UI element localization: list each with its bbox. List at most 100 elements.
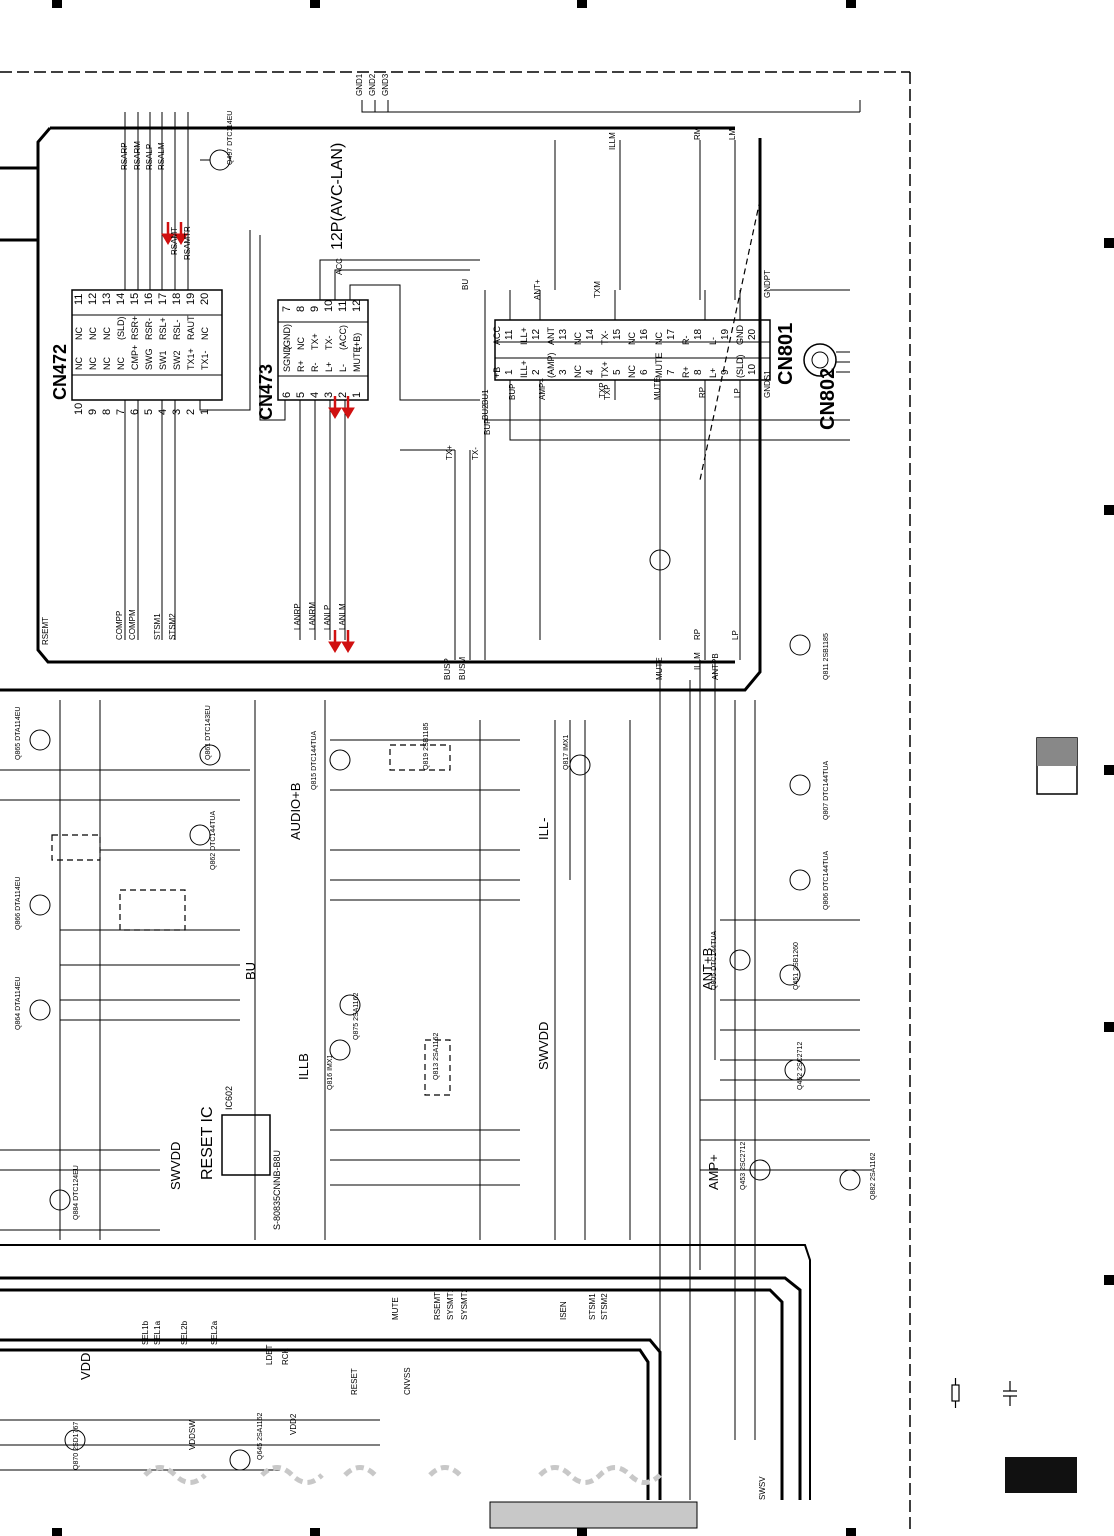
net-label: ILLM — [608, 132, 617, 150]
net-label: GNDS1 — [763, 370, 772, 398]
net-label: RSARP — [120, 142, 129, 170]
net-label: ACC — [335, 258, 344, 275]
transistor-icon — [29, 894, 51, 916]
net-label: RP — [693, 629, 702, 640]
transistor-icon — [49, 1189, 71, 1211]
pin-signal: TX- — [600, 330, 610, 345]
pin-number: 4 — [157, 409, 169, 415]
bus-label: SEL2b — [180, 1320, 189, 1345]
transistor-label: Q807 DTC144TUA — [823, 761, 830, 820]
pin-signal: NC — [200, 327, 210, 340]
section-label: ILLB — [296, 1053, 311, 1080]
transistor-icon — [29, 999, 51, 1021]
pin-number: 16 — [639, 328, 650, 340]
pin-signal: NC — [88, 327, 98, 340]
pin-signal: NC — [74, 327, 84, 340]
dashed-part-outlines — [51, 199, 761, 1096]
pin-signal: ACC — [492, 325, 502, 345]
pin-number: 9 — [720, 369, 731, 375]
transistor-label: Q866 DTA114EU — [15, 877, 22, 930]
transistor-label: Q497 DTC114EU — [227, 111, 234, 165]
pin-signal: NC — [116, 357, 126, 370]
pin-signal: SW1 — [158, 350, 168, 370]
section-label: AUDIO+B — [288, 783, 303, 840]
pin-number: 19 — [720, 328, 731, 340]
net-label: RSALP — [145, 144, 154, 170]
pin-number: 4 — [585, 369, 596, 375]
pin-signal: L+ — [708, 368, 718, 378]
pin-signal: (SLD) — [116, 316, 126, 340]
cn802-jack-icon — [803, 343, 837, 377]
transistor-label: Q452 2SC2712 — [797, 1042, 804, 1090]
pin-signal: R- — [681, 336, 691, 346]
pin-number: 6 — [281, 392, 293, 398]
pin-signal: MUTE — [654, 353, 664, 379]
components — [29, 149, 861, 1471]
pin-number: 6 — [639, 369, 650, 375]
bus-label: ISEN — [559, 1301, 568, 1320]
bus-label: RESET — [350, 1368, 359, 1395]
highlight-arrows — [161, 222, 355, 653]
transistor-icon — [229, 1449, 251, 1471]
transistor-label: Q882 2SA1162 — [870, 1153, 877, 1200]
capacitor-symbol-icon — [1003, 1381, 1017, 1406]
cn801-label: CN801 — [775, 323, 797, 385]
bus-label: SEL2a — [210, 1320, 219, 1345]
transistor-label: Q865 DTA114EU — [15, 707, 22, 760]
transistor-icon — [569, 754, 591, 776]
transistor-label: Q811 2SB1185 — [823, 633, 830, 680]
net-label: TXP — [603, 384, 612, 400]
pin-number: 2 — [531, 369, 542, 375]
pin-number: 2 — [337, 392, 349, 398]
pin-number: 20 — [747, 328, 758, 340]
pin-number: 16 — [143, 293, 155, 305]
pin-number: 11 — [73, 294, 85, 305]
bus-label: RCK — [281, 1347, 290, 1365]
transistor-icon — [339, 994, 361, 1016]
net-label: TX+ — [445, 445, 454, 460]
pin-number: 11 — [337, 301, 349, 312]
pin-number: 9 — [309, 306, 321, 312]
transistor-icon — [749, 1159, 771, 1181]
cn802-jack-inner-icon — [811, 351, 829, 369]
transistor-icon — [789, 774, 811, 796]
pin-number: 8 — [101, 409, 113, 415]
cn801-connector: CN801 CN802 11ACC1+B12ILL+2ILL+13ANT3(AM… — [492, 319, 850, 430]
net-label: BUP — [483, 419, 492, 435]
pin-number: 8 — [295, 306, 307, 312]
pin-number: 1 — [199, 409, 211, 415]
transistor-label: Q861 DTC143EU — [205, 705, 212, 760]
pin-signal: TX1- — [200, 350, 210, 370]
pin-signal: RAUT — [186, 315, 196, 340]
pin-signal: L- — [338, 364, 348, 372]
pin-number: 5 — [295, 392, 307, 398]
pin-signal: TX1+ — [186, 348, 196, 370]
cn473-title: 12P(AVC-LAN) — [329, 143, 346, 250]
bus-label: SEL1b — [141, 1320, 150, 1345]
transistor-icon — [784, 1059, 806, 1081]
net-label: ANTPB — [711, 653, 720, 680]
pin-number: 9 — [87, 409, 99, 415]
reset-ic: RESET IC IC602 S-80835CNNB-B8U — [199, 1086, 282, 1230]
pin-number: 17 — [666, 328, 677, 340]
pin-number: 11 — [504, 329, 515, 340]
cn473-label: CN473 — [256, 364, 276, 420]
transistor-label: Q806 DTC144TUA — [823, 851, 830, 910]
red-arrow-down-icon — [328, 630, 342, 653]
net-label: COMPM — [128, 609, 137, 640]
pin-signal: R- — [310, 363, 320, 373]
transistor-icon — [29, 729, 51, 751]
registration-marks — [52, 0, 1114, 1536]
transistor-icon — [779, 964, 801, 986]
pin-signal: NC — [74, 357, 84, 370]
net-label: ANT+ — [533, 279, 542, 300]
transistor-icon — [329, 1039, 351, 1061]
section-label: SWVDD — [536, 1022, 551, 1070]
pin-number: 7 — [281, 306, 293, 312]
reset-ic-number: S-80835CNNB-B8U — [272, 1150, 282, 1230]
cn472-connector: CN472 10NC11NC9NC12NC8NC13NC7NC14(SLD)6C… — [50, 289, 223, 415]
pin-signal: NC — [102, 357, 112, 370]
